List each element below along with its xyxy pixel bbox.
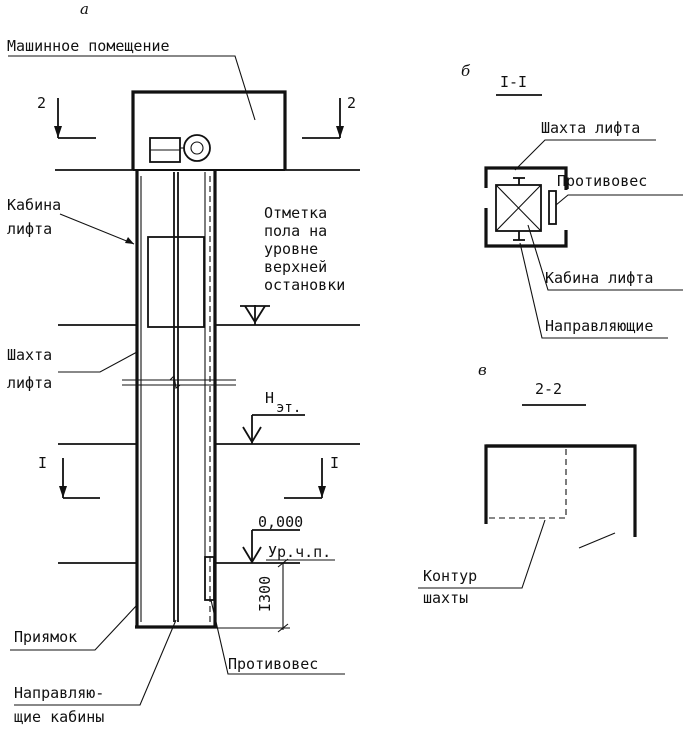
pit-label: Приямок (14, 628, 77, 646)
cabin-guide-rails (173, 172, 206, 622)
zero-level-marker (242, 529, 300, 564)
panel-label-b: б (461, 62, 471, 80)
top-stop-label-line5: остановки (264, 276, 345, 294)
elevator-cabin (147, 236, 205, 328)
section-1-1-shaft-leader (514, 139, 656, 171)
top-stop-label-line1: Отметка (264, 204, 327, 222)
section-1-1-guides-label: Направляющие (545, 317, 653, 335)
section-mark-1-right: I (284, 454, 339, 499)
top-stop-marker (240, 305, 270, 325)
pit-depth-label: I300 (256, 576, 274, 612)
machine-room-leader (8, 55, 256, 121)
section-mark-1-left-label: I (38, 454, 47, 472)
machine-room-plan-walls (484, 444, 637, 537)
section-1-1-counterweight-leader (555, 194, 683, 206)
shaft-outline-leader (418, 519, 546, 589)
winch-motor (149, 134, 211, 163)
pit-leader (10, 604, 138, 651)
section-1-1: I-I Шахта лифта Противовес Кабина лифта … (484, 73, 683, 339)
section-1-1-cabin-leader (527, 224, 683, 291)
top-stop-label-line4: верхней (264, 258, 327, 276)
cabin-label-line2: лифта (7, 220, 52, 238)
clean-floor-level-label: Ур.ч.п. (268, 543, 331, 561)
cabin-guides-label-line2: щие кабины (14, 708, 104, 726)
section-1-1-cabin-label: Кабина лифта (545, 269, 653, 287)
section-mark-2-left-label: 2 (37, 94, 46, 112)
shaft-outline-dashed (489, 449, 567, 519)
shaft-outline-label-line2: шахты (423, 589, 468, 607)
section-mark-1-left: I (38, 454, 100, 499)
cabin-label-line1: Кабина (7, 196, 61, 214)
section-2-2-title: 2-2 (535, 380, 562, 398)
section-mark-2-right-label: 2 (347, 94, 356, 112)
section-1-1-counterweight-label: Противовес (557, 172, 647, 190)
floor-height-label: H (265, 389, 274, 407)
cabin-plan (495, 177, 542, 241)
shaft-walls (135, 170, 217, 629)
floor-height-marker: H эт. (242, 389, 305, 444)
floor-slabs (58, 324, 360, 629)
shaft-outline-label-line1: Контур (423, 567, 477, 585)
section-2-2: 2-2 Контур шахты (418, 380, 637, 607)
machine-room-outline (55, 90, 360, 171)
top-stop-label-line3: уровне (264, 240, 318, 258)
pit-depth-dimension: I300 (256, 558, 289, 633)
cabin-guides-label-line1: Направляю- (14, 684, 104, 702)
break-lines (122, 374, 236, 389)
zero-level-label: 0,000 (258, 513, 303, 531)
cabin-guides-leader (14, 619, 177, 706)
counterweight-plan (548, 190, 557, 225)
elevation-view: 2 2 (7, 37, 360, 726)
panel-label-a: а (80, 0, 89, 18)
shaft-label-line1: Шахта (7, 346, 52, 364)
floor-height-subscript: эт. (276, 400, 301, 416)
section-mark-2-left: 2 (37, 94, 96, 139)
section-1-1-guides-leader (519, 242, 668, 339)
counterweight-leader (210, 599, 345, 675)
cabin-leader (59, 213, 135, 245)
counterweight-label: Противовес (228, 655, 318, 673)
shaft-label-line2: лифта (7, 374, 52, 392)
shaft-plan-walls (484, 166, 568, 248)
section-mark-1-right-label: I (330, 454, 339, 472)
section-1-1-shaft-label: Шахта лифта (541, 119, 640, 137)
top-stop-label-line2: пола на (264, 222, 327, 240)
counterweight-block (204, 556, 215, 601)
panel-label-v: в (478, 361, 487, 379)
section-mark-2-right: 2 (302, 94, 356, 139)
shaft-leader (58, 351, 138, 373)
machine-room-label: Машинное помещение (7, 37, 170, 55)
section-1-1-title: I-I (500, 73, 527, 91)
